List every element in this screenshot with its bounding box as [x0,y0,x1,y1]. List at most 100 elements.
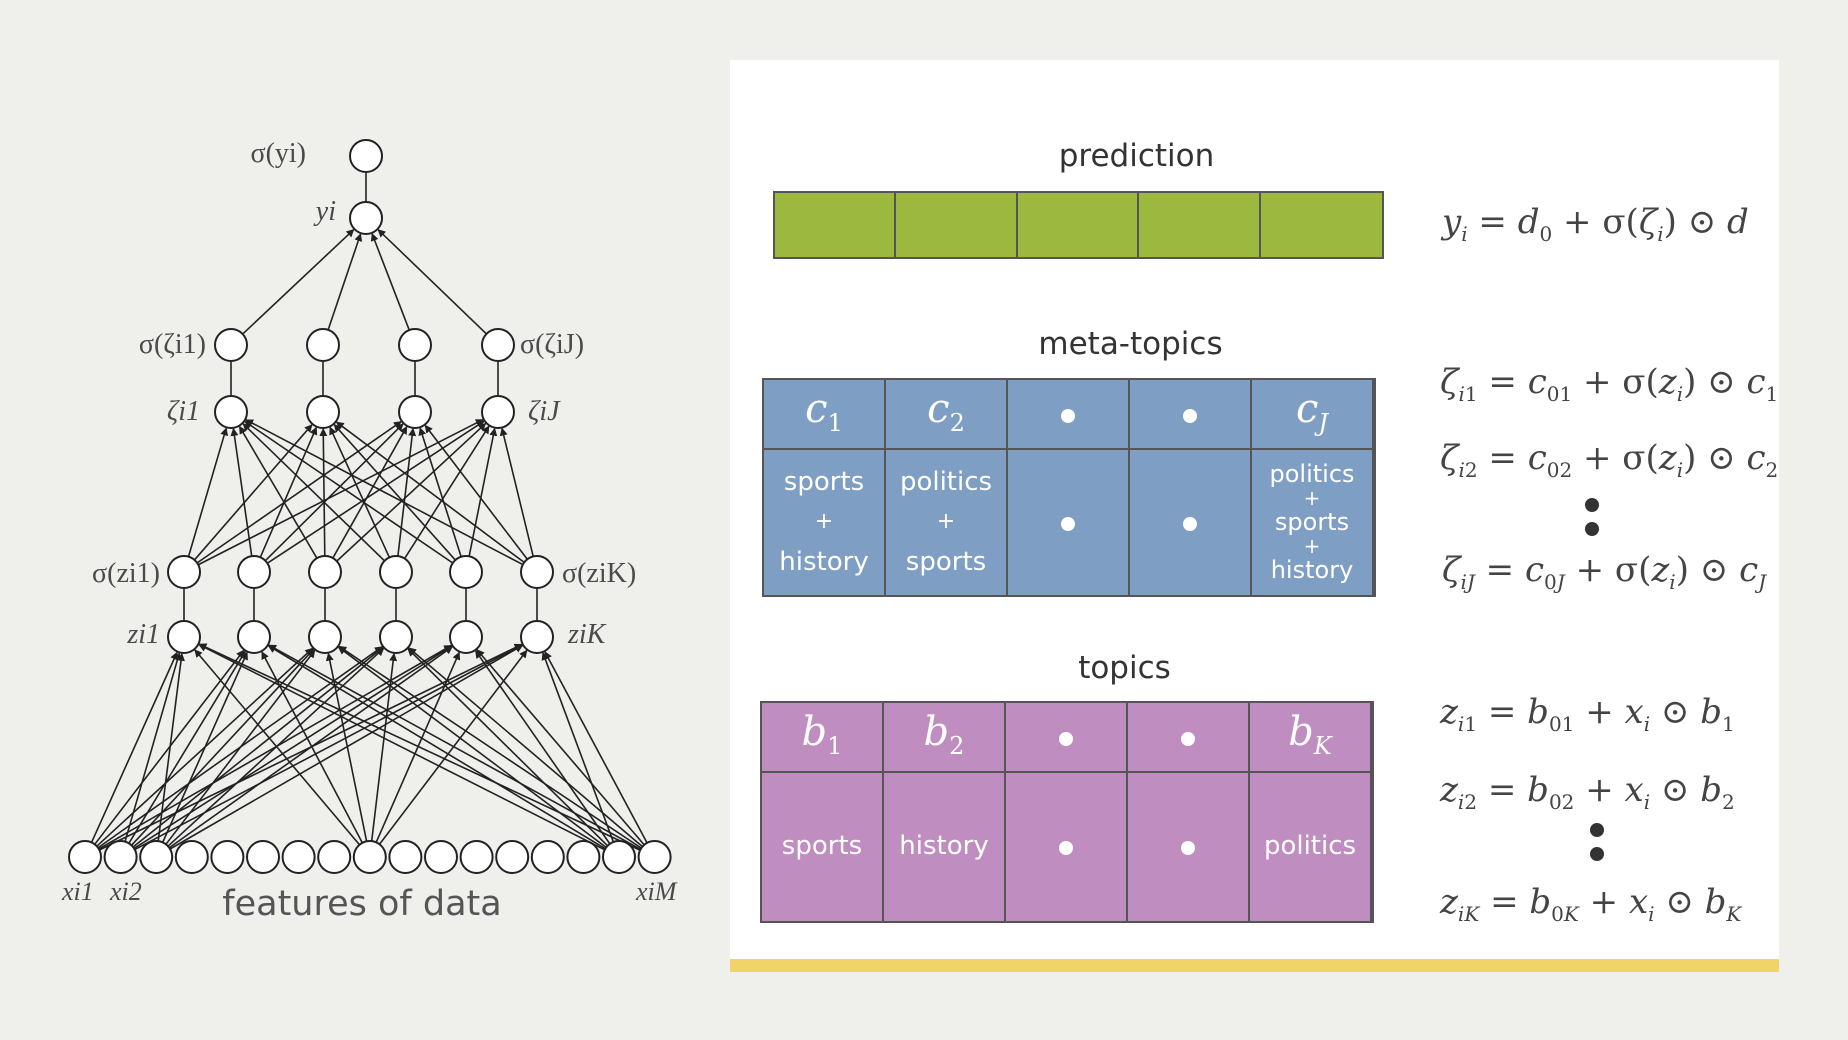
topic-to-meta-edge [259,426,318,558]
prediction-grid [773,191,1384,259]
meta-topic-ellipsis-dot [1183,409,1197,423]
input-last-label: xiM [635,877,678,906]
topic-sigma-last-label: σ(ziK) [562,558,636,589]
meta-to-output-edge [370,232,410,331]
topic-cell [1006,703,1128,921]
topic-to-meta-edge [245,419,524,566]
meta-last-label: ζiJ [528,396,561,427]
meta-topic-ellipsis-dot [1061,516,1075,531]
topic-label: history [899,831,989,861]
input-to-topic-edge [267,645,606,850]
topic-node [520,620,554,654]
topic-sigma-node [379,555,413,589]
topic-to-meta-edge [397,427,417,557]
input-node [246,840,280,874]
topic-to-meta-edge [499,427,534,557]
model-panel: prediction yi = d0 + σ(ζi) ⊙ d meta-topi… [730,60,1779,972]
input-to-topic-edge [124,652,182,842]
input-node [530,840,565,874]
output-sigma-label: σ(yi) [250,138,306,169]
topic-equation-1: zi1 = b01 + xi ⊙ b1 [1440,692,1735,736]
meta-sigma-node [398,328,432,362]
topic-cell: b2 history [884,703,1006,921]
meta-topic-header-separator [764,448,1374,450]
input-to-topic-edge [157,652,185,842]
meta-equation-1: ζi1 = c01 + σ(zi) ⊙ c1 [1440,362,1779,406]
input-to-topic-edge [370,652,398,842]
meta-to-output-edge [242,228,355,335]
input-node [68,840,102,874]
meta-topic-label: sports+history [779,466,869,577]
prediction-cell [1261,193,1382,257]
input-to-topic-edge [338,645,642,849]
meta-topic-label: politics+sports+history [1269,459,1355,584]
input-to-topic-edge [90,651,178,843]
topic-sigma-node [520,555,554,589]
input-to-topic-edge [169,644,524,850]
topic-ellipsis-dot [1181,841,1195,855]
input-to-topic-edge [133,645,453,850]
topic-to-meta-edge [242,423,386,562]
meta-first-label: ζi1 [167,396,200,427]
topic-to-meta-edge [468,427,498,557]
topic-node [449,620,483,654]
meta-sigma-node [306,328,340,362]
prediction-cell [1139,193,1261,257]
input-first-label: xi1 [61,877,94,906]
topic-sigma-node [449,555,483,589]
prediction-equation: yi = d0 + σ(ζi) ⊙ d [1442,202,1749,246]
topics-title: topics [1078,650,1171,686]
input-node [388,840,423,874]
input-node [210,840,245,874]
meta-node [398,395,432,429]
topic-equation-2: zi2 = b02 + xi ⊙ b2 [1440,770,1735,814]
input-to-topic-edge [408,647,643,848]
prediction-title: prediction [1058,138,1215,174]
input-node [637,840,672,874]
meta-node [214,395,248,429]
input-second-label: xi2 [109,877,142,906]
topic-symbol: b2 [923,709,965,760]
output-sigma-node [349,139,383,173]
topic-sigma-first-label: σ(zi1) [92,558,160,589]
meta-topic-ellipsis-dot [1183,516,1197,531]
prediction-cell [896,193,1018,257]
topic-cell [1128,703,1250,921]
prediction-cell [1018,193,1140,257]
meta-equation-2: ζi2 = c02 + σ(zi) ⊙ c2 [1440,438,1779,482]
topic-label: politics [1263,831,1357,861]
input-node [602,840,636,874]
meta-topic-symbol: cJ [1295,386,1329,437]
network-nodes [68,139,672,874]
topic-to-meta-edge [244,420,454,564]
input-to-topic-edge [94,649,245,845]
meta-ellipsis [1585,498,1599,546]
topic-to-meta-edge [403,425,490,559]
topic-to-meta-edge [332,425,408,559]
meta-topic-cell [1008,380,1130,595]
topic-ellipsis-dot [1059,841,1073,855]
topic-first-label: zi1 [126,619,160,650]
input-to-topic-edge [165,649,316,845]
input-to-topic-edge [134,644,523,851]
input-node [139,840,174,874]
topic-to-meta-edge [197,419,484,566]
input-node [424,840,458,874]
input-to-topic-edge [378,649,528,845]
topic-sigma-node [167,555,201,589]
topic-node [237,620,271,654]
meta-to-output-edge [377,229,488,335]
meta-sigma-last-label: σ(ζiJ) [520,329,584,360]
meta-topic-cell: cJ politics+sports+history [1252,380,1374,595]
topic-to-meta-edge [264,423,404,562]
topic-symbol: b1 [801,709,843,760]
input-to-topic-edge [128,650,246,844]
input-to-topic-edge [475,650,611,845]
topic-to-meta-edge [424,424,528,560]
input-node [459,840,494,874]
